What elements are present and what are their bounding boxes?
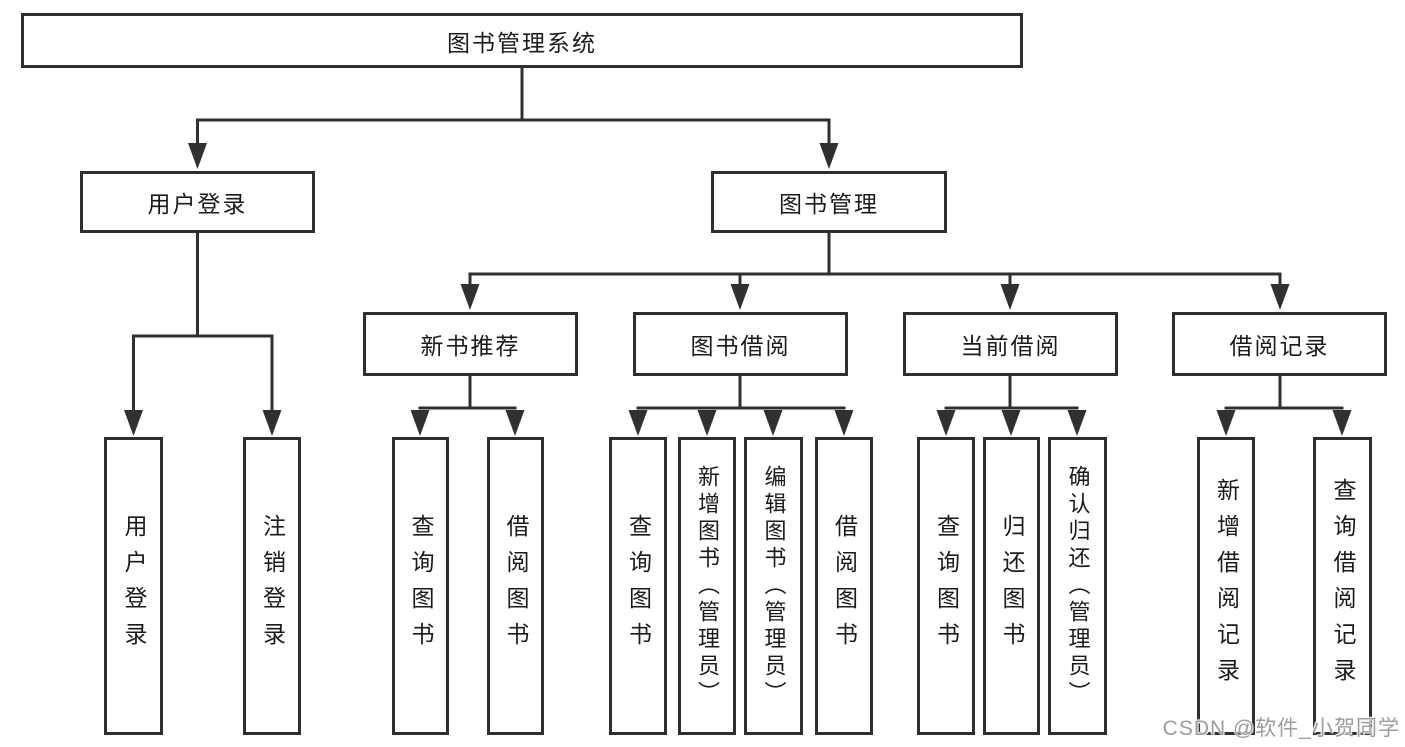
leaf-label: 新增借阅记录: [1213, 478, 1240, 694]
leaf-confirm-return-admin: 确认归还（管理员）: [1048, 437, 1107, 735]
leaf-label: 新增图书（管理员）: [695, 464, 720, 708]
node-label: 图书借阅: [690, 333, 791, 359]
node-current-borrow: 当前借阅: [903, 312, 1118, 376]
leaf-label: 查询图书: [625, 514, 652, 658]
leaf-add-books-admin: 新增图书（管理员）: [678, 437, 736, 735]
node-label: 新书推荐: [420, 333, 521, 359]
leaf-label: 用户登录: [121, 514, 147, 658]
node-new-book-recommend: 新书推荐: [363, 312, 578, 376]
node-book-borrow: 图书借阅: [633, 312, 848, 376]
node-label: 用户登录: [147, 191, 248, 217]
leaf-query-borrow-record: 查询借阅记录: [1313, 437, 1372, 735]
leaf-label: 确认归还（管理员）: [1065, 464, 1091, 708]
node-label: 当前借阅: [960, 333, 1061, 359]
leaf-edit-books-admin: 编辑图书（管理员）: [744, 437, 803, 735]
node-label: 图书管理系统: [447, 29, 597, 56]
leaf-user-login: 用户登录: [104, 437, 163, 735]
leaf-label: 借阅图书: [831, 514, 858, 658]
node-label: 借阅记录: [1229, 333, 1330, 359]
leaf-query-books-current: 查询图书: [917, 437, 975, 735]
node-borrow-record: 借阅记录: [1172, 312, 1387, 376]
leaf-label: 借阅图书: [503, 514, 529, 658]
leaf-query-books-recommend: 查询图书: [392, 437, 449, 735]
node-root-system: 图书管理系统: [21, 13, 1023, 68]
node-book-management: 图书管理: [711, 171, 947, 233]
leaf-label: 编辑图书（管理员）: [761, 464, 787, 708]
leaf-logout-login: 注销登录: [243, 437, 301, 735]
leaf-borrow-books: 借阅图书: [815, 437, 873, 735]
leaf-label: 查询图书: [408, 514, 434, 658]
node-label: 图书管理: [779, 191, 879, 217]
leaf-borrow-books-recommend: 借阅图书: [487, 437, 544, 735]
leaf-add-borrow-record: 新增借阅记录: [1197, 437, 1255, 735]
leaf-label: 注销登录: [259, 514, 286, 658]
node-user-login: 用户登录: [80, 171, 315, 233]
csdn-watermark: CSDN @软件_小贺同学: [1162, 717, 1400, 740]
leaf-query-books-borrow: 查询图书: [609, 437, 667, 735]
leaf-label: 归还图书: [999, 514, 1025, 658]
leaf-return-books: 归还图书: [983, 437, 1040, 735]
leaf-label: 查询图书: [933, 514, 960, 658]
leaf-label: 查询借阅记录: [1330, 478, 1356, 694]
